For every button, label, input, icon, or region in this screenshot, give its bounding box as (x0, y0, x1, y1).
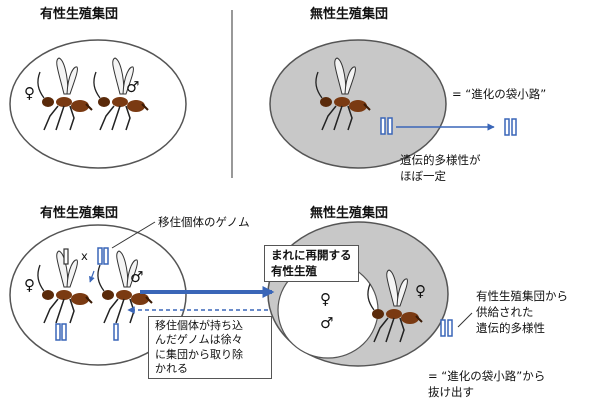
female-symbol: ♀ (24, 84, 35, 102)
female-symbol: ♀ (415, 282, 426, 300)
supplied-line3: 遺伝的多様性 (476, 321, 545, 335)
leader-line (457, 312, 473, 328)
purge-line3: に集団から取り除 (155, 347, 243, 361)
escape-line2: 抜け出す (428, 385, 474, 399)
migrant-genome-label: 移住個体のゲノム (158, 215, 250, 229)
rare-sex-line2: 有性生殖 (271, 263, 317, 278)
male-symbol: ♂ (130, 268, 144, 286)
rare-sex-line1: まれに再開する (271, 248, 352, 262)
leader-line (111, 221, 156, 249)
bottom-sexual-title: 有性生殖集団 (40, 206, 119, 221)
chromosome-pair-icon (440, 319, 453, 337)
chromosome-pair-icon (97, 247, 109, 265)
sexual-population-ellipse-top (9, 39, 187, 169)
cross-arrow (89, 270, 95, 283)
dead-end-label: = “進化の袋小路” (452, 87, 547, 101)
chromosome-pair-icon (504, 118, 517, 136)
escape-line1: = “進化の袋小路”から (428, 369, 546, 383)
cross-symbol: x (81, 249, 88, 263)
chromosome-icon (63, 248, 69, 265)
purge-callout: 移住個体が持ち込 んだゲノムは徐々 に集団から取り除 かれる (148, 316, 272, 380)
chromosome-icon (113, 323, 119, 341)
purge-line4: かれる (155, 361, 188, 375)
top-sexual-title: 有性生殖集団 (40, 7, 119, 22)
bottom-asexual-title: 無性生殖集団 (310, 206, 389, 221)
purge-line2: んだゲノムは徐々 (155, 333, 243, 347)
supplied-line2: 供給された (476, 305, 534, 319)
female-symbol: ♀ (24, 276, 35, 294)
diversity-note-line1: 遺伝的多様性が (400, 153, 481, 167)
supplied-line1: 有性生殖集団から (476, 289, 568, 303)
chromosome-pair-icon (55, 323, 67, 341)
male-symbol: ♂ (320, 314, 334, 332)
top-asexual-title: 無性生殖集団 (310, 7, 389, 22)
sexual-population-ellipse-bottom (9, 224, 187, 366)
male-symbol: ♂ (126, 78, 140, 96)
female-symbol: ♀ (320, 290, 331, 308)
purge-line1: 移住個体が持ち込 (155, 319, 243, 332)
rare-sex-callout: まれに再開する 有性生殖 (264, 245, 359, 283)
diversity-note-line2: ほぼ一定 (400, 169, 446, 183)
chromosome-pair-icon (380, 117, 393, 135)
